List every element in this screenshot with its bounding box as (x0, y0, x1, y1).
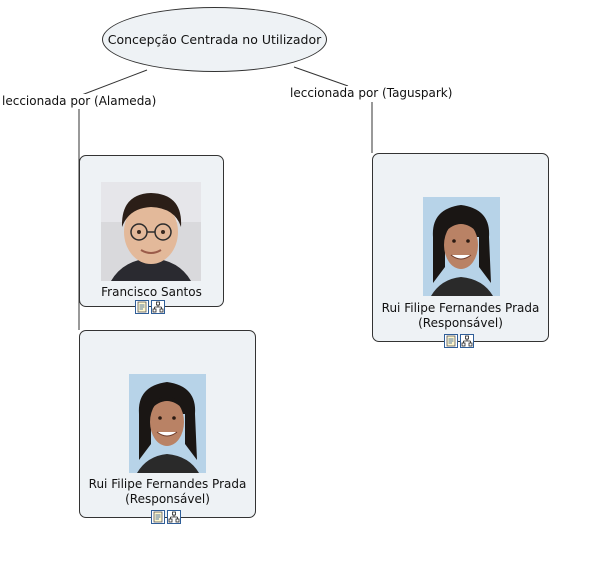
connector-root-taguspark (293, 66, 349, 87)
photo-rui-taguspark (423, 197, 500, 296)
link-label-taguspark: leccionada por (Taguspark) (290, 86, 453, 101)
hierarchy-icon[interactable] (151, 300, 165, 314)
card-icons-rui-alameda (151, 510, 181, 524)
document-icon[interactable] (135, 300, 149, 314)
card-name-francisco: Francisco Santos (80, 285, 223, 300)
person-role: (Responsável) (418, 316, 503, 330)
card-name-rui-taguspark: Rui Filipe Fernandes Prada (Responsável) (373, 301, 548, 331)
card-icons-francisco (135, 300, 165, 314)
root-concept-node[interactable]: Concepção Centrada no Utilizador (102, 7, 327, 72)
person-name: Rui Filipe Fernandes Prada (88, 477, 247, 491)
person-card-rui-alameda[interactable]: Rui Filipe Fernandes Prada (Responsável) (79, 330, 256, 518)
card-icons-rui-taguspark (444, 334, 474, 348)
document-icon[interactable] (151, 510, 165, 524)
connector-root-alameda (78, 69, 148, 97)
photo-francisco (101, 182, 201, 281)
card-name-rui-alameda: Rui Filipe Fernandes Prada (Responsável) (80, 477, 255, 507)
photo-rui-alameda (129, 374, 206, 473)
person-role: (Responsável) (125, 492, 210, 506)
root-concept-label: Concepção Centrada no Utilizador (107, 32, 322, 47)
person-card-rui-taguspark[interactable]: Rui Filipe Fernandes Prada (Responsável) (372, 153, 549, 342)
link-label-alameda: leccionada por (Alameda) (2, 94, 157, 109)
document-icon[interactable] (444, 334, 458, 348)
hierarchy-icon[interactable] (460, 334, 474, 348)
person-name: Rui Filipe Fernandes Prada (381, 301, 540, 315)
person-name: Francisco Santos (101, 285, 202, 299)
hierarchy-icon[interactable] (167, 510, 181, 524)
person-card-francisco[interactable]: Francisco Santos (79, 155, 224, 307)
